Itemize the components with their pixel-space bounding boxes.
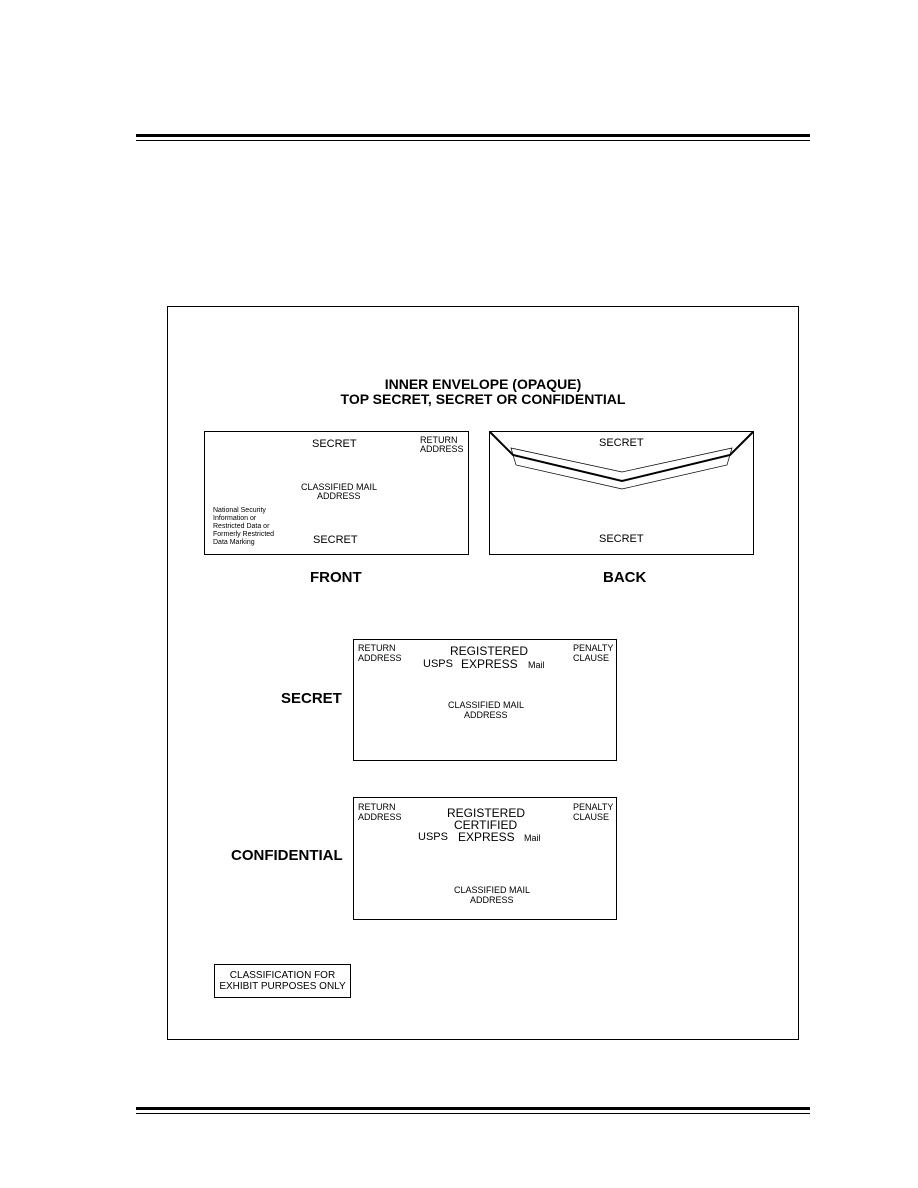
confidential-mail-address-line-1: CLASSIFIED MAIL [454,885,531,895]
confidential-return-address-line-2: ADDRESS [358,812,402,822]
secret-mail: Mail [528,660,545,670]
exhibit-title-line-1: INNER ENVELOPE (OPAQUE) [384,376,582,392]
front-return-address-line-2: ADDRESS [420,444,464,454]
header-rule-thin [136,140,810,141]
secret-express: EXPRESS [461,657,518,671]
confidential-envelope-label: CONFIDENTIAL [231,847,343,864]
secret-penalty-line-2: CLAUSE [573,653,610,663]
front-nsi-note-line-3: Restricted Data or [213,523,270,530]
note-line-1: CLASSIFICATION FOR [229,970,336,981]
header-rule-thick [136,134,810,137]
front-nsi-note-line-2: Information or [213,515,257,522]
confidential-mail: Mail [524,833,541,843]
secret-return-address-line-2: ADDRESS [358,653,402,663]
confidential-return-address-line-1: RETURN [358,802,396,812]
inner-envelope-back [489,431,754,555]
confidential-usps: USPS [418,831,448,843]
front-mail-address-line-2: ADDRESS [317,491,361,501]
secret-mail-address-line-1: CLASSIFIED MAIL [448,700,525,710]
secret-usps: USPS [423,658,453,670]
secret-envelope-label: SECRET [281,690,342,707]
front-marking-top: SECRET [312,438,357,450]
front-mail-address-line-1: CLASSIFIED MAIL [301,482,378,492]
footer-rule-thick [136,1107,810,1110]
confidential-outer-envelope [353,797,617,920]
front-marking-bottom: SECRET [313,534,358,546]
back-marking-bottom: SECRET [599,533,644,545]
confidential-registered: REGISTERED [447,806,526,820]
secret-registered: REGISTERED [450,644,529,658]
front-return-address-line-1: RETURN [420,435,458,445]
front-caption: FRONT [310,569,362,586]
confidential-mail-address-line-2: ADDRESS [470,895,514,905]
envelope-back-flap [489,431,754,490]
exhibit-purposes-note: CLASSIFICATION FOR EXHIBIT PURPOSES ONLY [214,964,351,998]
front-nsi-note-line-1: National Security [213,507,266,514]
confidential-certified: CERTIFIED [454,818,518,832]
front-nsi-note-line-5: Data Marking [213,539,255,546]
exhibit-title-line-2: TOP SECRET, SECRET OR CONFIDENTIAL [340,391,626,407]
secret-return-address-line-1: RETURN [358,643,396,653]
exhibit-frame [167,306,799,1040]
secret-outer-envelope [353,639,617,761]
back-marking-top: SECRET [599,437,644,449]
confidential-express: EXPRESS [458,830,515,844]
secret-mail-address-line-2: ADDRESS [464,710,508,720]
confidential-penalty-line-1: PENALTY [573,802,614,812]
back-caption: BACK [603,569,647,586]
confidential-penalty-line-2: CLAUSE [573,812,610,822]
inner-envelope-front [204,431,469,555]
footer-rule-thin [136,1113,810,1114]
front-nsi-note-line-4: Formerly Restricted [213,531,275,538]
note-line-2: EXHIBIT PURPOSES ONLY [219,981,346,992]
secret-penalty-line-1: PENALTY [573,643,614,653]
